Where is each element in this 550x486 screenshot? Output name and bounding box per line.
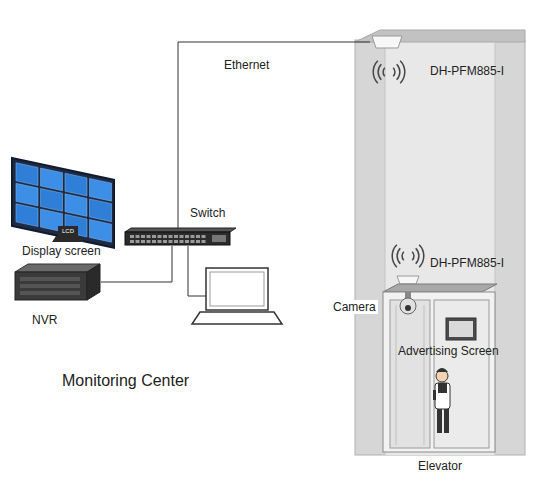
switch-node: Switch <box>124 228 234 246</box>
elevator-node: ElevatorDH-PFM885-IDH-PFM885-ICameraAdve… <box>355 30 525 455</box>
camera-node: Camera <box>399 297 417 315</box>
person-figure <box>433 368 450 433</box>
node-label: DH-PFM885-I <box>430 64 504 78</box>
wireless-waves <box>373 61 424 267</box>
advertising-screen-icon <box>446 318 476 340</box>
laptop-wire <box>188 246 206 296</box>
node-label: DH-PFM885-I <box>430 256 504 270</box>
bridge-node: DH-PFM885-I <box>395 274 421 286</box>
node-label: Elevator <box>418 459 462 473</box>
elevator-car <box>383 284 497 452</box>
display-stand <box>52 236 84 242</box>
ethernet-cable <box>101 246 172 282</box>
bridge-device <box>397 276 419 284</box>
nvr-node: NVR <box>14 263 101 301</box>
edge-label: Ethernet <box>224 58 269 72</box>
lcd-mark: LCD <box>62 227 74 235</box>
node-label: Advertising Screen <box>398 344 499 358</box>
node-label: Switch <box>190 206 225 220</box>
display-icon <box>12 158 114 248</box>
node-label: Display screen <box>22 244 101 258</box>
elevator-shaft <box>355 30 525 455</box>
group-title: Monitoring Center <box>62 372 189 390</box>
advertising-screen-node: Advertising Screen <box>444 316 478 342</box>
display-stand <box>58 226 78 236</box>
node-label: Camera <box>331 300 378 314</box>
advertising-screen-display <box>449 321 473 337</box>
camera-icon <box>400 292 416 314</box>
switch-icon <box>125 228 236 245</box>
ethernet-cable <box>178 42 370 228</box>
nvr-icon <box>15 264 100 300</box>
node-label: NVR <box>32 313 57 327</box>
bridge-device <box>372 36 402 48</box>
bridge-node: DH-PFM885-I <box>370 34 404 50</box>
